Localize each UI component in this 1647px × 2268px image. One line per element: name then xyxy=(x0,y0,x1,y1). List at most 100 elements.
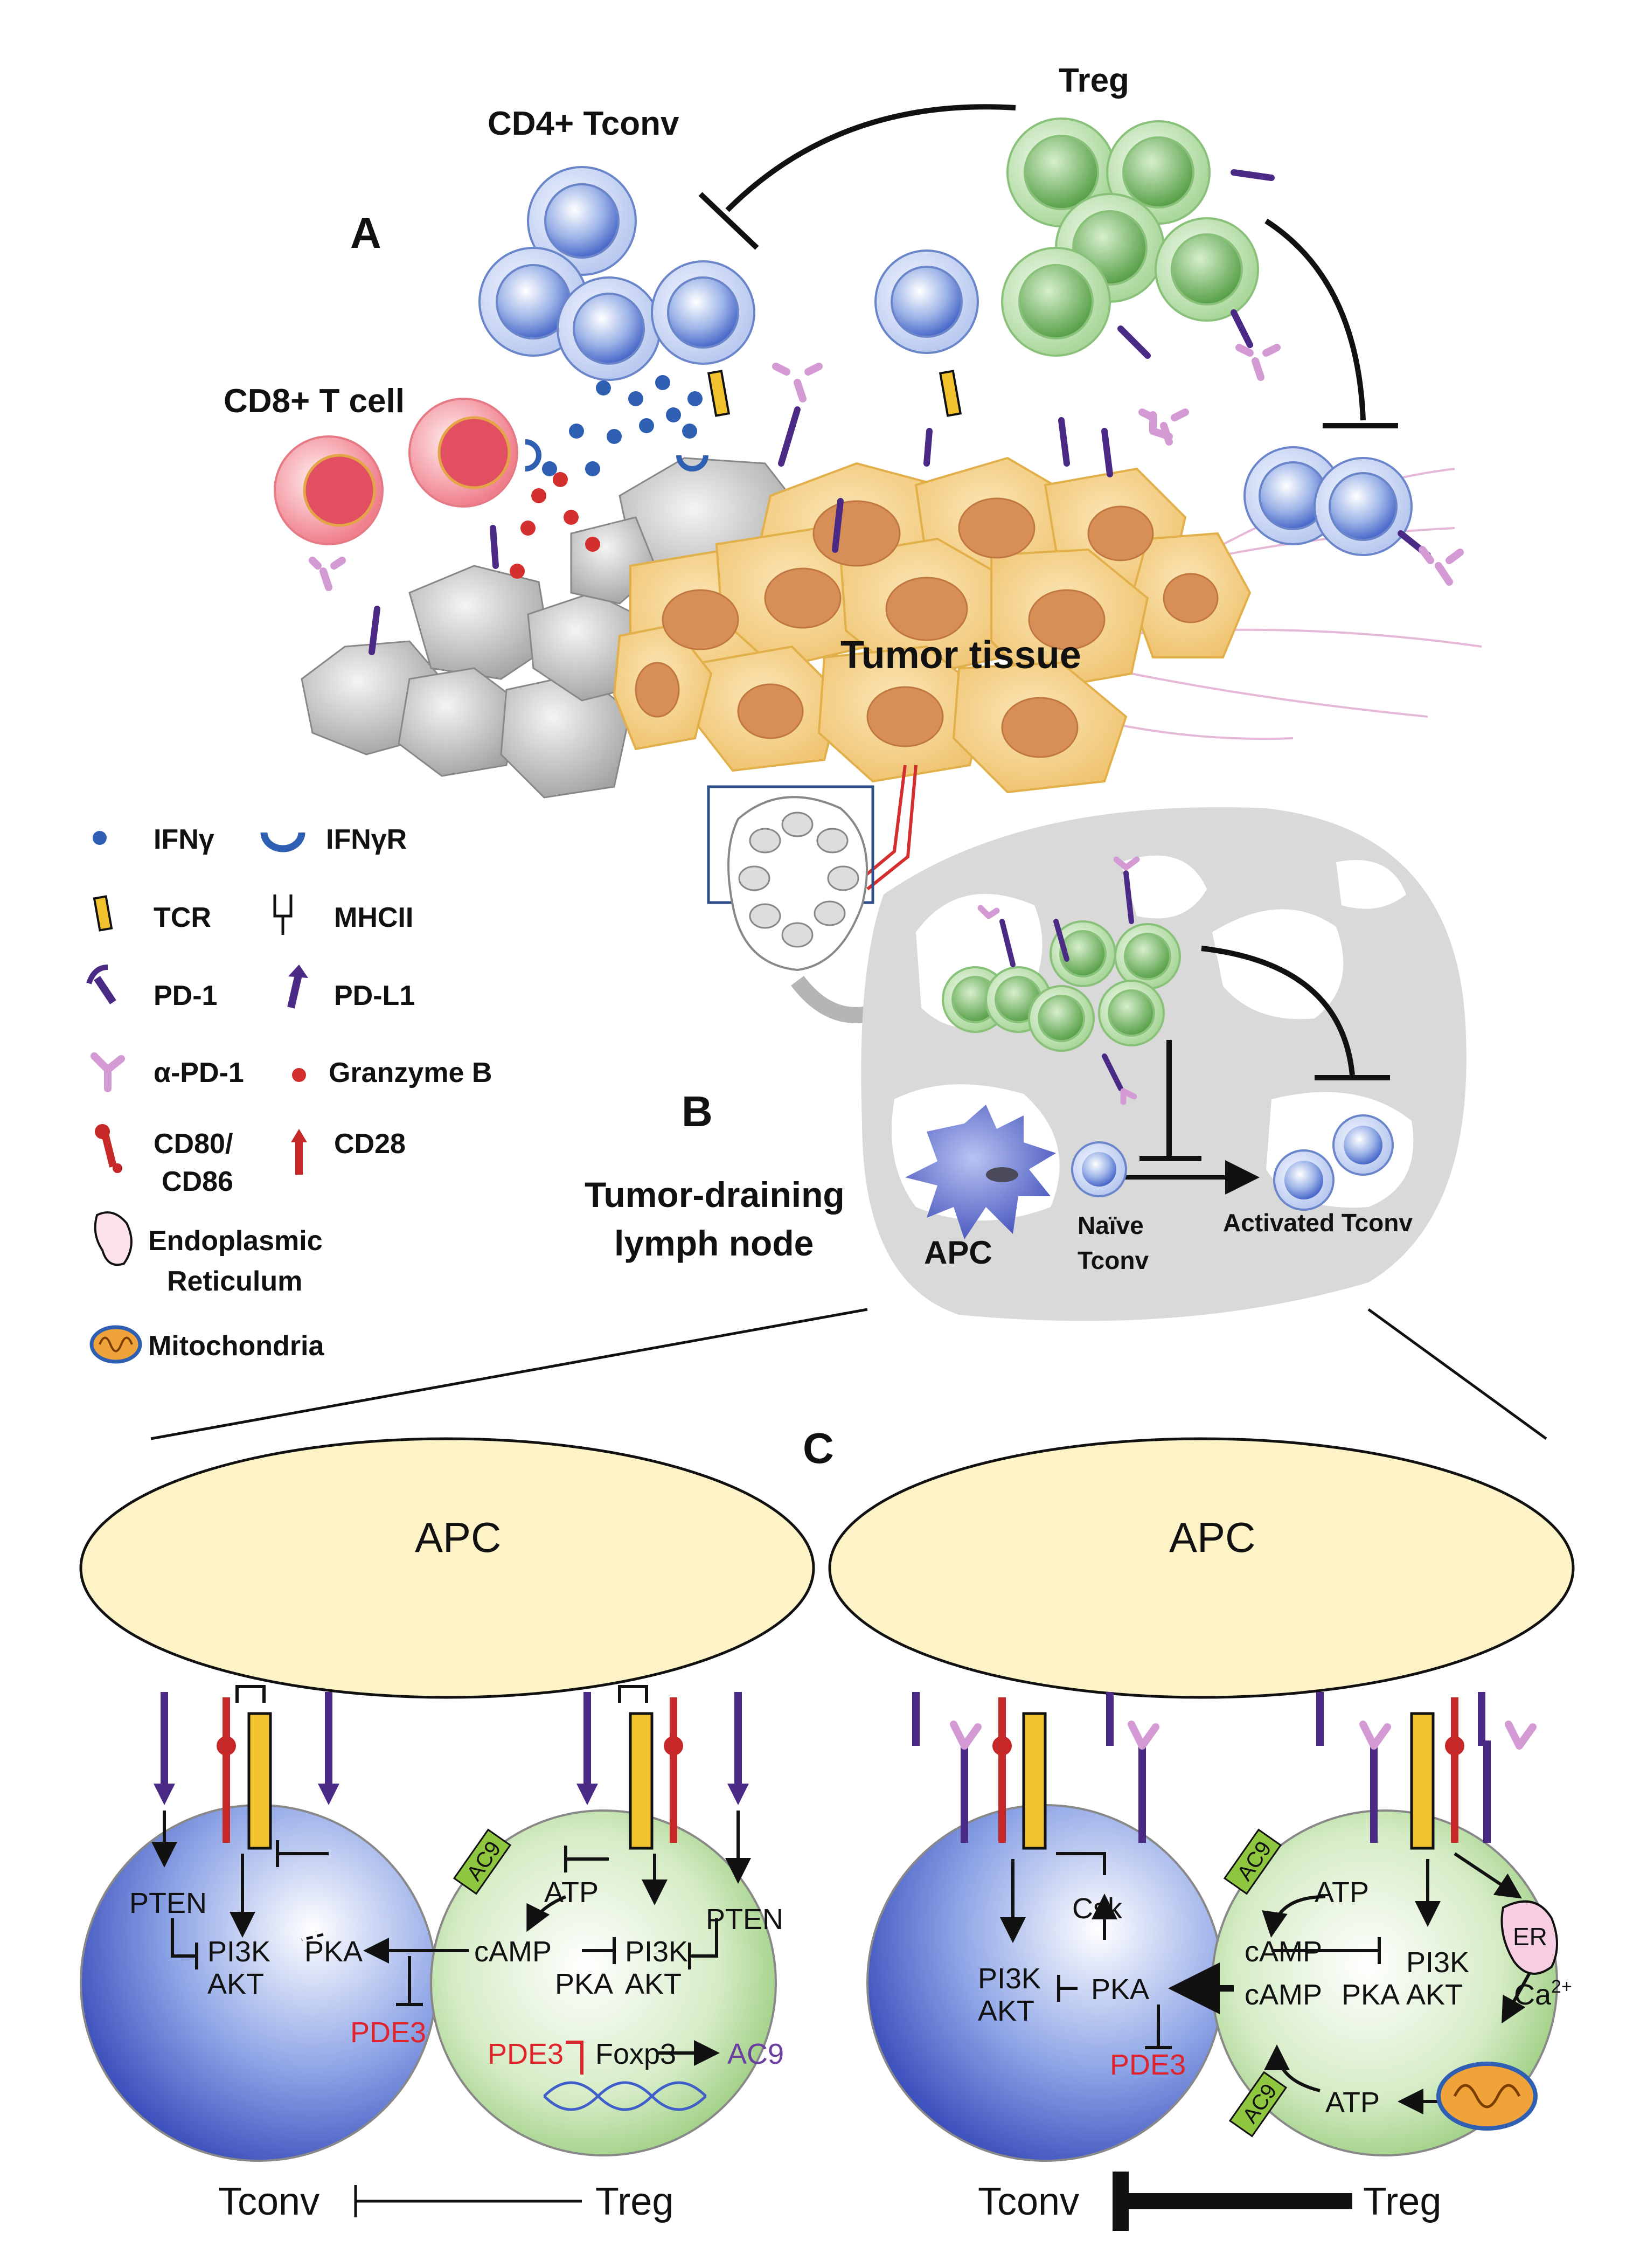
right-ca-text: Ca xyxy=(1514,1979,1552,2011)
cd8-cells xyxy=(274,398,518,545)
left-pi3k-l: PI3K xyxy=(207,1936,270,1968)
left-pde3-l: PDE3 xyxy=(350,2016,426,2049)
right-pi3k-r: PI3K xyxy=(1406,1946,1469,1979)
right-er xyxy=(1500,1900,1558,1975)
left-dashed-link xyxy=(301,1933,324,1941)
legend-mhcii-label: MHCII xyxy=(334,902,413,933)
legend-cd28-label: CD28 xyxy=(334,1128,406,1160)
treg-inhibit-arc-2 xyxy=(1264,218,1366,421)
right-tconv-label: Tconv xyxy=(978,2180,1079,2223)
legend-ifng-icon xyxy=(93,831,107,845)
left-foxp3: Foxp3 xyxy=(595,2038,676,2070)
panel-a: A Treg CD4+ Tconv CD8+ T cell xyxy=(224,62,1482,891)
treg-cells xyxy=(1001,117,1259,357)
panel-letter-c: C xyxy=(803,1424,834,1472)
left-camp: cAMP xyxy=(474,1936,552,1968)
legend-cd80-label-1: CD80/ xyxy=(154,1128,233,1160)
right-atp-bot: ATP xyxy=(1325,2086,1380,2119)
left-apc-label: APC xyxy=(415,1514,501,1561)
pd1-pdl1-stubs xyxy=(369,169,1431,655)
tdln-title-1: Tumor-draining xyxy=(585,1175,845,1215)
left-apc xyxy=(79,1437,815,1699)
left-pi3k-r: PI3K xyxy=(625,1936,688,1968)
left-pten-l: PTEN xyxy=(129,1887,207,1919)
left-pka-l: PKA xyxy=(304,1936,363,1968)
zoom-line-left xyxy=(150,1308,868,1440)
legend-tcr-icon xyxy=(93,895,113,932)
legend-ifngr-icon xyxy=(260,832,305,852)
naive-label-1: Naïve xyxy=(1078,1211,1144,1239)
vessel-line-1 xyxy=(861,765,907,880)
right-pka-r: PKA xyxy=(1342,1979,1400,2011)
legend-apd1-label: α-PD-1 xyxy=(154,1057,244,1088)
legend-er-icon xyxy=(94,1211,133,1266)
right-pathway-labels: Csk PI3K AKT PKA PDE3 ATP cAMP cAMP PKA … xyxy=(978,1876,1572,2119)
right-akt-r: AKT xyxy=(1406,1979,1463,2011)
legend-er-label-1: Endoplasmic xyxy=(148,1225,323,1257)
left-tconv-label: Tconv xyxy=(218,2180,319,2223)
legend-pd1-label: PD-1 xyxy=(154,980,217,1011)
left-atp: ATP xyxy=(544,1876,599,1909)
right-ac9-bot-box: AC9 xyxy=(1228,2071,1288,2138)
cd4-cells xyxy=(478,166,1413,556)
right-apc-label: APC xyxy=(1169,1514,1255,1561)
legend-tcr-label: TCR xyxy=(154,902,211,933)
left-ac9-r: AC9 xyxy=(727,2038,784,2070)
treg-inhibit-bar-1 xyxy=(698,192,759,250)
ln-apc-nucleus xyxy=(986,1167,1018,1182)
right-er-label: ER xyxy=(1513,1923,1547,1951)
ln-apc-cell xyxy=(905,1105,1056,1239)
legend-granzyme-label: Granzyme B xyxy=(329,1057,492,1088)
legend-mhcii-icon xyxy=(273,894,293,935)
granzyme-dots xyxy=(510,472,600,579)
right-csk: Csk xyxy=(1072,1892,1123,1925)
left-pde3-r: PDE3 xyxy=(488,2038,564,2070)
tumor-cells xyxy=(613,456,1252,794)
anti-pd1-marks xyxy=(309,344,1464,591)
legend-mito-label: Mitochondria xyxy=(148,1330,325,1362)
naive-tconv-nucleus xyxy=(1082,1152,1116,1187)
legend-mito-icon xyxy=(89,1325,142,1364)
left-treg-cell xyxy=(430,1809,777,2156)
panel-letter-b: B xyxy=(682,1087,713,1135)
left-pten-r: PTEN xyxy=(706,1903,783,1936)
legend-cd28-icon xyxy=(291,1129,307,1175)
left-pka-r: PKA xyxy=(555,1968,613,2000)
legend-ifng-label: IFNγ xyxy=(154,824,214,855)
legend-cd80-icon xyxy=(95,1124,122,1173)
naive-label-2: Tconv xyxy=(1078,1246,1149,1274)
ifng-dots xyxy=(542,375,703,476)
legend-ifngr-label: IFNγR xyxy=(326,824,407,855)
right-pathway-arrows xyxy=(1000,1852,1532,2114)
right-atp-top: ATP xyxy=(1315,1876,1369,1909)
right-pde3: PDE3 xyxy=(1110,2049,1186,2081)
zoom-arrow-shaft xyxy=(791,975,875,1023)
activated-tconv-nucleus-2 xyxy=(1344,1126,1382,1164)
tcr-mhc-pairs xyxy=(707,370,962,417)
left-dna xyxy=(543,2081,707,2111)
tdln-title-2: lymph node xyxy=(614,1223,814,1263)
cd8-label: CD8+ T cell xyxy=(224,383,405,420)
left-pathway-arrows xyxy=(151,1811,751,2075)
right-camp-bot: cAMP xyxy=(1245,1979,1322,2011)
right-tconv-cell xyxy=(866,1804,1224,2162)
right-ca-sup: 2+ xyxy=(1551,1976,1572,1997)
right-akt-l: AKT xyxy=(978,1995,1034,2027)
right-ca-label: Ca2+ xyxy=(1514,1976,1572,2011)
panel-c: C APC xyxy=(79,1424,1575,2231)
right-treg-label: Treg xyxy=(1363,2180,1441,2223)
right-receptors xyxy=(912,1692,1537,1850)
ln-apc-label: APC xyxy=(924,1234,992,1271)
right-pi3k-l: PI3K xyxy=(978,1962,1041,1995)
lymph-node-tregs xyxy=(942,920,1181,1052)
left-akt-r: AKT xyxy=(625,1968,682,2000)
activated-tconv-nucleus-1 xyxy=(1284,1161,1323,1199)
tumor-tissue-label: Tumor tissue xyxy=(840,634,1081,677)
right-camp-top: cAMP xyxy=(1245,1936,1322,1968)
legend-cd80-label-2: CD86 xyxy=(162,1166,233,1197)
right-ac9-top-box: AC9 xyxy=(1223,1828,1282,1895)
left-pathway-labels: PTEN PI3K AKT PKA PDE3 cAMP ATP PKA PI3K… xyxy=(129,1876,784,2070)
legend-er-label-2: Reticulum xyxy=(167,1266,302,1297)
panel-letter-a: A xyxy=(350,209,381,257)
